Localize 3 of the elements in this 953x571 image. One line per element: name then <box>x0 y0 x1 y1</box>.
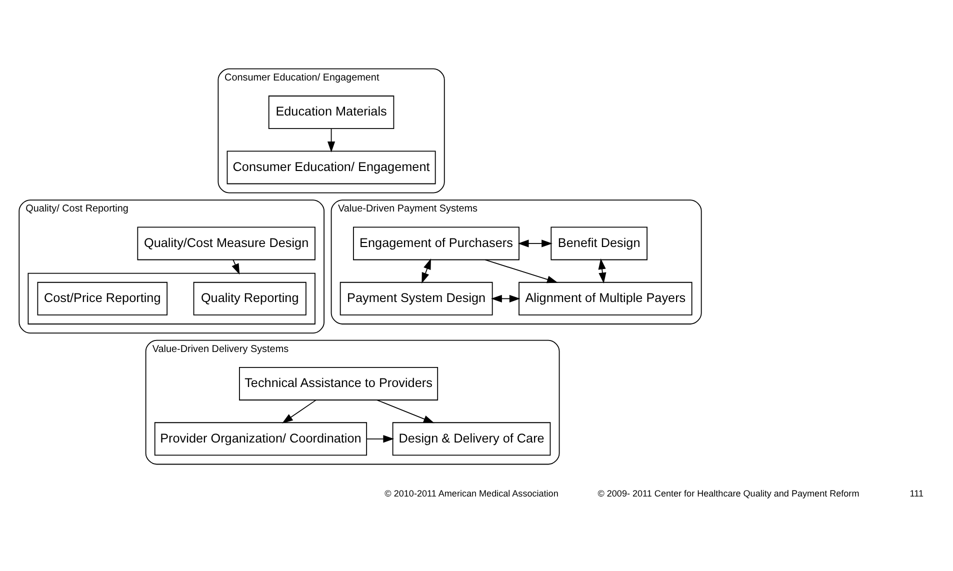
label: 111 <box>910 488 924 498</box>
label: © 2010-2011 American Medical Association <box>384 488 558 498</box>
label: © 2009- 2011 Center for Healthcare Quality and Payment Reform <box>598 488 860 498</box>
